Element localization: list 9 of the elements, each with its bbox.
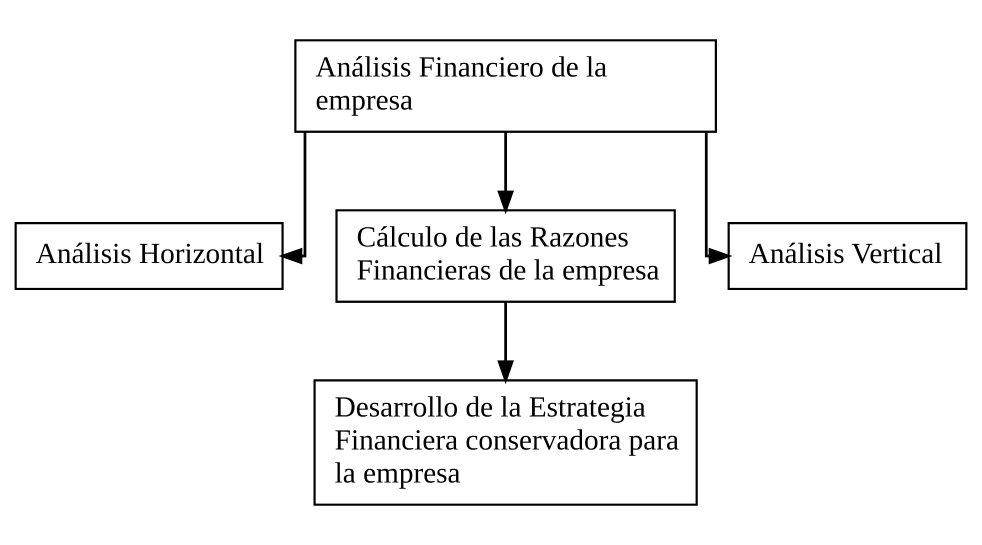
- node-box: Análisis Financiero de la empresa: [294, 39, 717, 133]
- arrow: [497, 302, 514, 384]
- node-box: Desarrollo de la Estrategia Financiera conservadora para la empresa: [313, 379, 698, 506]
- arrow: [497, 132, 514, 214]
- arrow: [278, 132, 306, 264]
- node-box: Análisis Horizontal: [14, 222, 284, 290]
- node-box: Cálculo de las Razones Financieras de la empresa: [335, 209, 676, 303]
- node-box: Análisis Vertical: [728, 222, 968, 290]
- arrow: [704, 132, 732, 264]
